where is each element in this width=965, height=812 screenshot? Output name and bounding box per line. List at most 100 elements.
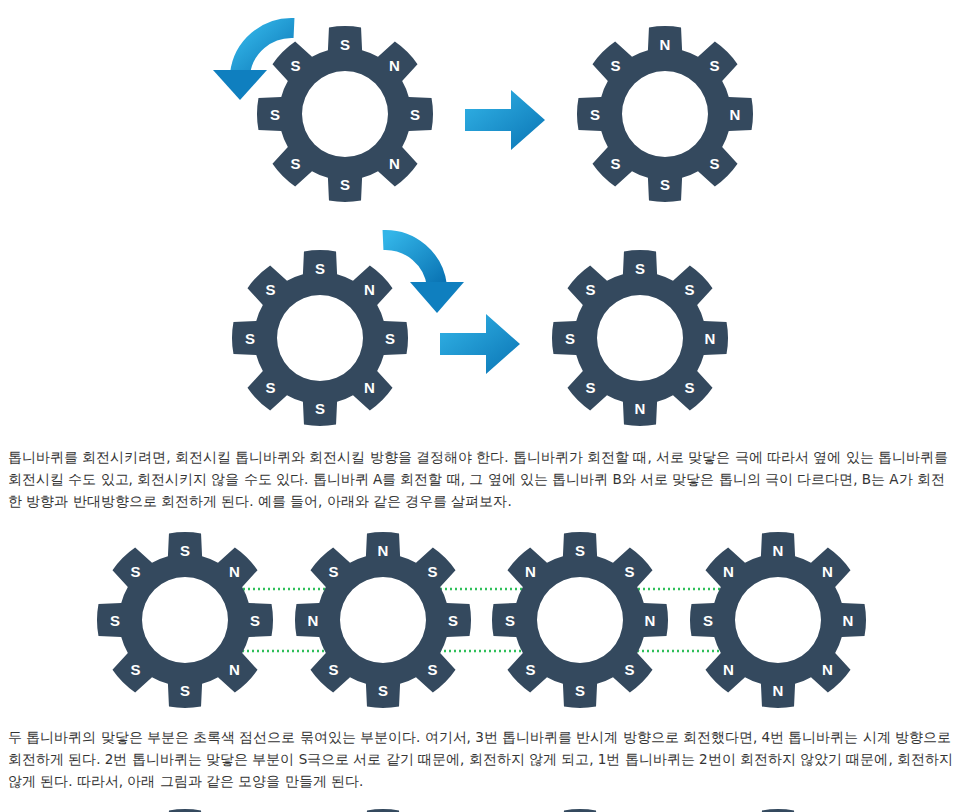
pole-letter: N bbox=[822, 662, 833, 677]
pole-letter: N bbox=[229, 662, 240, 677]
pole-letter: N bbox=[389, 57, 400, 72]
gear-outline bbox=[97, 532, 273, 708]
contact-box-group bbox=[243, 589, 720, 651]
pole-letter: S bbox=[328, 662, 338, 677]
pole-letter: N bbox=[730, 107, 741, 122]
contact-box bbox=[440, 589, 522, 651]
pole-letter: S bbox=[180, 543, 190, 558]
pole-letter: S bbox=[328, 563, 338, 578]
gear: S N S N S S S S bbox=[230, 248, 410, 428]
pole-letter: S bbox=[378, 683, 388, 698]
block-arrow bbox=[465, 90, 545, 150]
pole-letter: N bbox=[389, 156, 400, 171]
gear-outline bbox=[232, 250, 408, 426]
gear-outline bbox=[257, 26, 433, 202]
pole-letter: N bbox=[843, 613, 854, 628]
pole-letter: S bbox=[448, 613, 458, 628]
gear: S S N S S S S N bbox=[490, 530, 670, 710]
pole-letter: S bbox=[610, 57, 620, 72]
gear: N S N S S S S S bbox=[575, 24, 755, 204]
pole-letter: N bbox=[723, 662, 734, 677]
gear-outline bbox=[552, 250, 728, 426]
pole-letter: S bbox=[624, 563, 634, 578]
pole-letter: S bbox=[684, 380, 694, 395]
pole-letter: S bbox=[245, 331, 255, 346]
pole-letter: S bbox=[340, 37, 350, 52]
pole-letter: S bbox=[575, 543, 585, 558]
rotation-arrow-arc bbox=[383, 240, 437, 286]
gear-outline bbox=[295, 532, 471, 708]
pole-letter: S bbox=[410, 107, 420, 122]
pole-letter: S bbox=[315, 401, 325, 416]
pole-letter: S bbox=[709, 156, 719, 171]
pole-letter: S bbox=[250, 613, 260, 628]
pole-letter: N bbox=[364, 281, 375, 296]
partial-gear-group bbox=[97, 809, 866, 812]
pole-letter: S bbox=[270, 107, 280, 122]
pole-letter: S bbox=[684, 281, 694, 296]
pole-letter: S bbox=[340, 177, 350, 192]
gear-outline bbox=[492, 532, 668, 708]
pole-letter: N bbox=[660, 37, 671, 52]
gear: N S S S S S N S bbox=[293, 530, 473, 710]
pole-letter: S bbox=[660, 177, 670, 192]
pole-letter: N bbox=[645, 613, 656, 628]
pole-letter: S bbox=[575, 683, 585, 698]
pole-letter: S bbox=[505, 613, 515, 628]
pole-letter: N bbox=[773, 683, 784, 698]
pole-letter: S bbox=[427, 662, 437, 677]
pole-letter: S bbox=[180, 683, 190, 698]
block-arrow bbox=[440, 314, 520, 374]
pole-letter: S bbox=[130, 563, 140, 578]
pole-letter: S bbox=[130, 662, 140, 677]
pole-letter: S bbox=[290, 57, 300, 72]
pole-letter: S bbox=[315, 261, 325, 276]
pole-letter: S bbox=[703, 613, 713, 628]
gear: S N S N S S S S bbox=[95, 530, 275, 710]
gear-outline bbox=[577, 26, 753, 202]
pole-letter: S bbox=[624, 662, 634, 677]
pole-letter: S bbox=[565, 331, 575, 346]
contact-box bbox=[243, 589, 325, 651]
gear: S S N S N S S S bbox=[550, 248, 730, 428]
pole-letter: N bbox=[705, 331, 716, 346]
gear-outline bbox=[690, 532, 866, 708]
gear: N N N N N N S N bbox=[688, 530, 868, 710]
rotation-arrow-head bbox=[410, 282, 464, 313]
pole-letter: N bbox=[525, 563, 536, 578]
pole-letter: N bbox=[308, 613, 319, 628]
pole-letter: S bbox=[525, 662, 535, 677]
rotation-arrow bbox=[383, 240, 464, 313]
gear: S N S N S S S S bbox=[255, 24, 435, 204]
pole-letter: N bbox=[773, 543, 784, 558]
pole-letter: N bbox=[378, 543, 389, 558]
pole-letter: N bbox=[364, 380, 375, 395]
pole-letter: N bbox=[635, 401, 646, 416]
pole-letter: S bbox=[610, 156, 620, 171]
rotation-arrow-head bbox=[213, 70, 267, 100]
pole-letter: S bbox=[110, 613, 120, 628]
partial-gear bbox=[690, 809, 866, 812]
pole-letter: S bbox=[265, 380, 275, 395]
paragraph: 톱니바퀴를 회전시키려면, 회전시킬 톱니바퀴와 회전시킬 방향을 결정해야 한… bbox=[8, 446, 956, 512]
pole-letter: S bbox=[585, 281, 595, 296]
pole-letter: N bbox=[822, 563, 833, 578]
pole-letter: S bbox=[290, 156, 300, 171]
pole-letter: N bbox=[723, 563, 734, 578]
pole-letter: S bbox=[427, 563, 437, 578]
pole-letter: S bbox=[590, 107, 600, 122]
pole-letter: N bbox=[229, 563, 240, 578]
pole-letter: S bbox=[635, 261, 645, 276]
partial-gear bbox=[492, 809, 668, 812]
paragraph: 두 톱니바퀴의 맞닿은 부분은 초록색 점선으로 묶여있는 부분이다. 여기서,… bbox=[8, 726, 956, 792]
pole-letter: S bbox=[265, 281, 275, 296]
partial-gear bbox=[97, 809, 273, 812]
partial-gear bbox=[295, 809, 471, 812]
pole-letter: S bbox=[585, 380, 595, 395]
pole-letter: S bbox=[385, 331, 395, 346]
contact-box bbox=[638, 589, 720, 651]
pole-letter: S bbox=[709, 57, 719, 72]
